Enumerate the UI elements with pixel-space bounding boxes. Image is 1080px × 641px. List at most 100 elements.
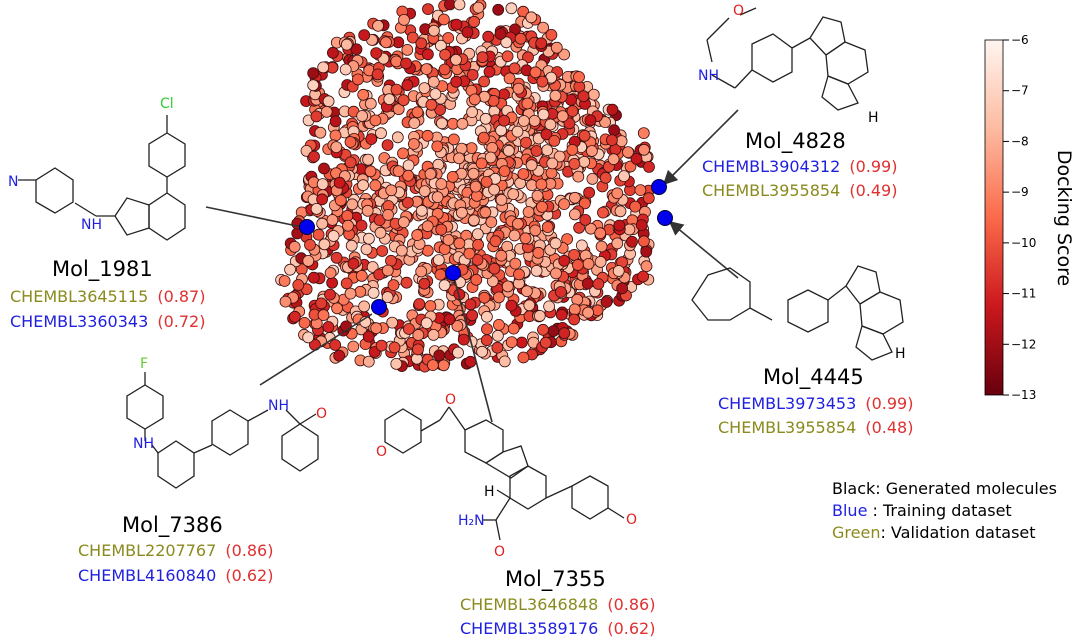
scatter-point bbox=[344, 156, 357, 169]
scatter-point bbox=[606, 134, 618, 147]
scatter-point bbox=[351, 73, 364, 86]
scatter-point bbox=[386, 316, 399, 329]
scatter-point bbox=[418, 277, 431, 290]
scatter-point bbox=[346, 198, 359, 211]
scatter-point bbox=[401, 44, 414, 56]
scatter-point bbox=[446, 170, 459, 183]
mol-name: Mol_7355 bbox=[505, 567, 606, 592]
scatter-point bbox=[503, 72, 516, 85]
scatter-point bbox=[642, 192, 655, 205]
scatter-point bbox=[333, 349, 346, 362]
scatter-point bbox=[583, 186, 595, 199]
scatter-point bbox=[486, 141, 499, 154]
scatter-point bbox=[381, 291, 394, 304]
scatter-point bbox=[439, 48, 452, 61]
scatter-point bbox=[595, 240, 608, 253]
chembl-id: CHEMBL3360343 bbox=[10, 312, 148, 331]
scatter-point bbox=[505, 299, 518, 312]
scatter-point bbox=[594, 255, 607, 268]
scatter-point bbox=[535, 178, 548, 191]
scatter-point bbox=[471, 228, 484, 241]
svg-text:CHEMBL3973453 (0.99): CHEMBL3973453 (0.99) bbox=[718, 394, 913, 413]
chembl-id: CHEMBL4160840 bbox=[78, 566, 216, 585]
chembl-id: CHEMBL2207767 bbox=[78, 541, 216, 560]
scatter-point bbox=[317, 309, 330, 322]
scatter-point bbox=[412, 343, 424, 356]
scatter-point bbox=[555, 286, 567, 298]
scatter-point bbox=[615, 135, 628, 148]
scatter-point bbox=[322, 321, 335, 333]
scatter-point bbox=[347, 340, 360, 353]
scatter-point bbox=[453, 152, 465, 165]
scatter-point bbox=[515, 336, 528, 349]
colorbar-tick-label: −9 bbox=[1011, 185, 1029, 199]
scatter-point bbox=[637, 270, 649, 283]
connector-lines bbox=[205, 109, 739, 423]
scatter-point bbox=[532, 246, 545, 259]
scatter-point bbox=[376, 245, 389, 257]
similarity: (0.99) bbox=[865, 394, 913, 413]
atom-o: O bbox=[494, 544, 505, 560]
structure-drawings bbox=[18, 7, 904, 541]
scatter-point bbox=[467, 214, 480, 227]
similarity: (0.87) bbox=[157, 287, 205, 306]
scatter-point bbox=[420, 63, 433, 75]
scatter-point bbox=[310, 202, 323, 215]
scatter-point bbox=[466, 69, 479, 81]
colorbar: −6−7−8−9−10−11−12−13 Docking Score bbox=[984, 33, 1075, 402]
scatter-point bbox=[573, 71, 585, 83]
atom-o: O bbox=[376, 444, 387, 460]
scatter-point bbox=[407, 138, 420, 150]
svg-text:CHEMBL2207767 (0.86): CHEMBL2207767 (0.86) bbox=[78, 541, 273, 560]
scatter-point bbox=[424, 168, 437, 180]
similarity: (0.86) bbox=[225, 541, 273, 560]
scatter-point bbox=[380, 36, 392, 49]
chembl-id: CHEMBL3955854 bbox=[718, 418, 856, 437]
similarity: (0.49) bbox=[849, 181, 897, 200]
scatter-point bbox=[387, 279, 400, 292]
scatter-point bbox=[611, 187, 624, 200]
scatter-point bbox=[455, 142, 468, 155]
scatter-point bbox=[599, 116, 611, 128]
scatter-point bbox=[329, 129, 342, 142]
scatter-point bbox=[529, 66, 542, 79]
scatter-point bbox=[375, 339, 388, 352]
scatter-point bbox=[411, 229, 424, 242]
scatter-point bbox=[314, 126, 327, 139]
scatter-point bbox=[316, 178, 329, 191]
svg-text:CHEMBL3645115 (0.87): CHEMBL3645115 (0.87) bbox=[10, 287, 205, 306]
scatter-point bbox=[572, 259, 584, 271]
chembl-id: CHEMBL3645115 bbox=[10, 287, 148, 306]
svg-text:CHEMBL3646848 (0.86): CHEMBL3646848 (0.86) bbox=[460, 595, 655, 614]
colorbar-ticks: −6−7−8−9−10−11−12−13 bbox=[1003, 33, 1036, 402]
scatter-point bbox=[549, 89, 562, 102]
scatter-point bbox=[431, 140, 444, 153]
scatter-point bbox=[464, 298, 477, 311]
scatter-point bbox=[548, 134, 561, 147]
scatter-point bbox=[312, 228, 325, 241]
scatter-point bbox=[442, 32, 455, 44]
scatter-point bbox=[383, 93, 396, 106]
scatter-point bbox=[612, 265, 625, 277]
scatter-point bbox=[498, 114, 511, 127]
scatter-point bbox=[278, 275, 291, 287]
scatter-point bbox=[626, 235, 638, 248]
scatter-point bbox=[586, 145, 598, 157]
scatter-point bbox=[468, 93, 481, 106]
scatter-point bbox=[372, 19, 385, 32]
scatter-point bbox=[578, 197, 591, 210]
scatter-point bbox=[465, 142, 478, 155]
scatter-point bbox=[468, 15, 481, 28]
colorbar-label: Docking Score bbox=[1053, 150, 1075, 286]
atom-nh: NH bbox=[81, 217, 102, 233]
scatter-point bbox=[477, 131, 490, 144]
scatter-point bbox=[357, 179, 370, 192]
point-mol-1981 bbox=[299, 219, 315, 235]
scatter-point bbox=[391, 131, 404, 144]
scatter-point bbox=[478, 75, 491, 88]
scatter-point bbox=[307, 271, 320, 284]
atom-nh: NH bbox=[698, 68, 719, 84]
scatter-point bbox=[356, 110, 369, 122]
connector-mol-7386 bbox=[259, 313, 373, 386]
